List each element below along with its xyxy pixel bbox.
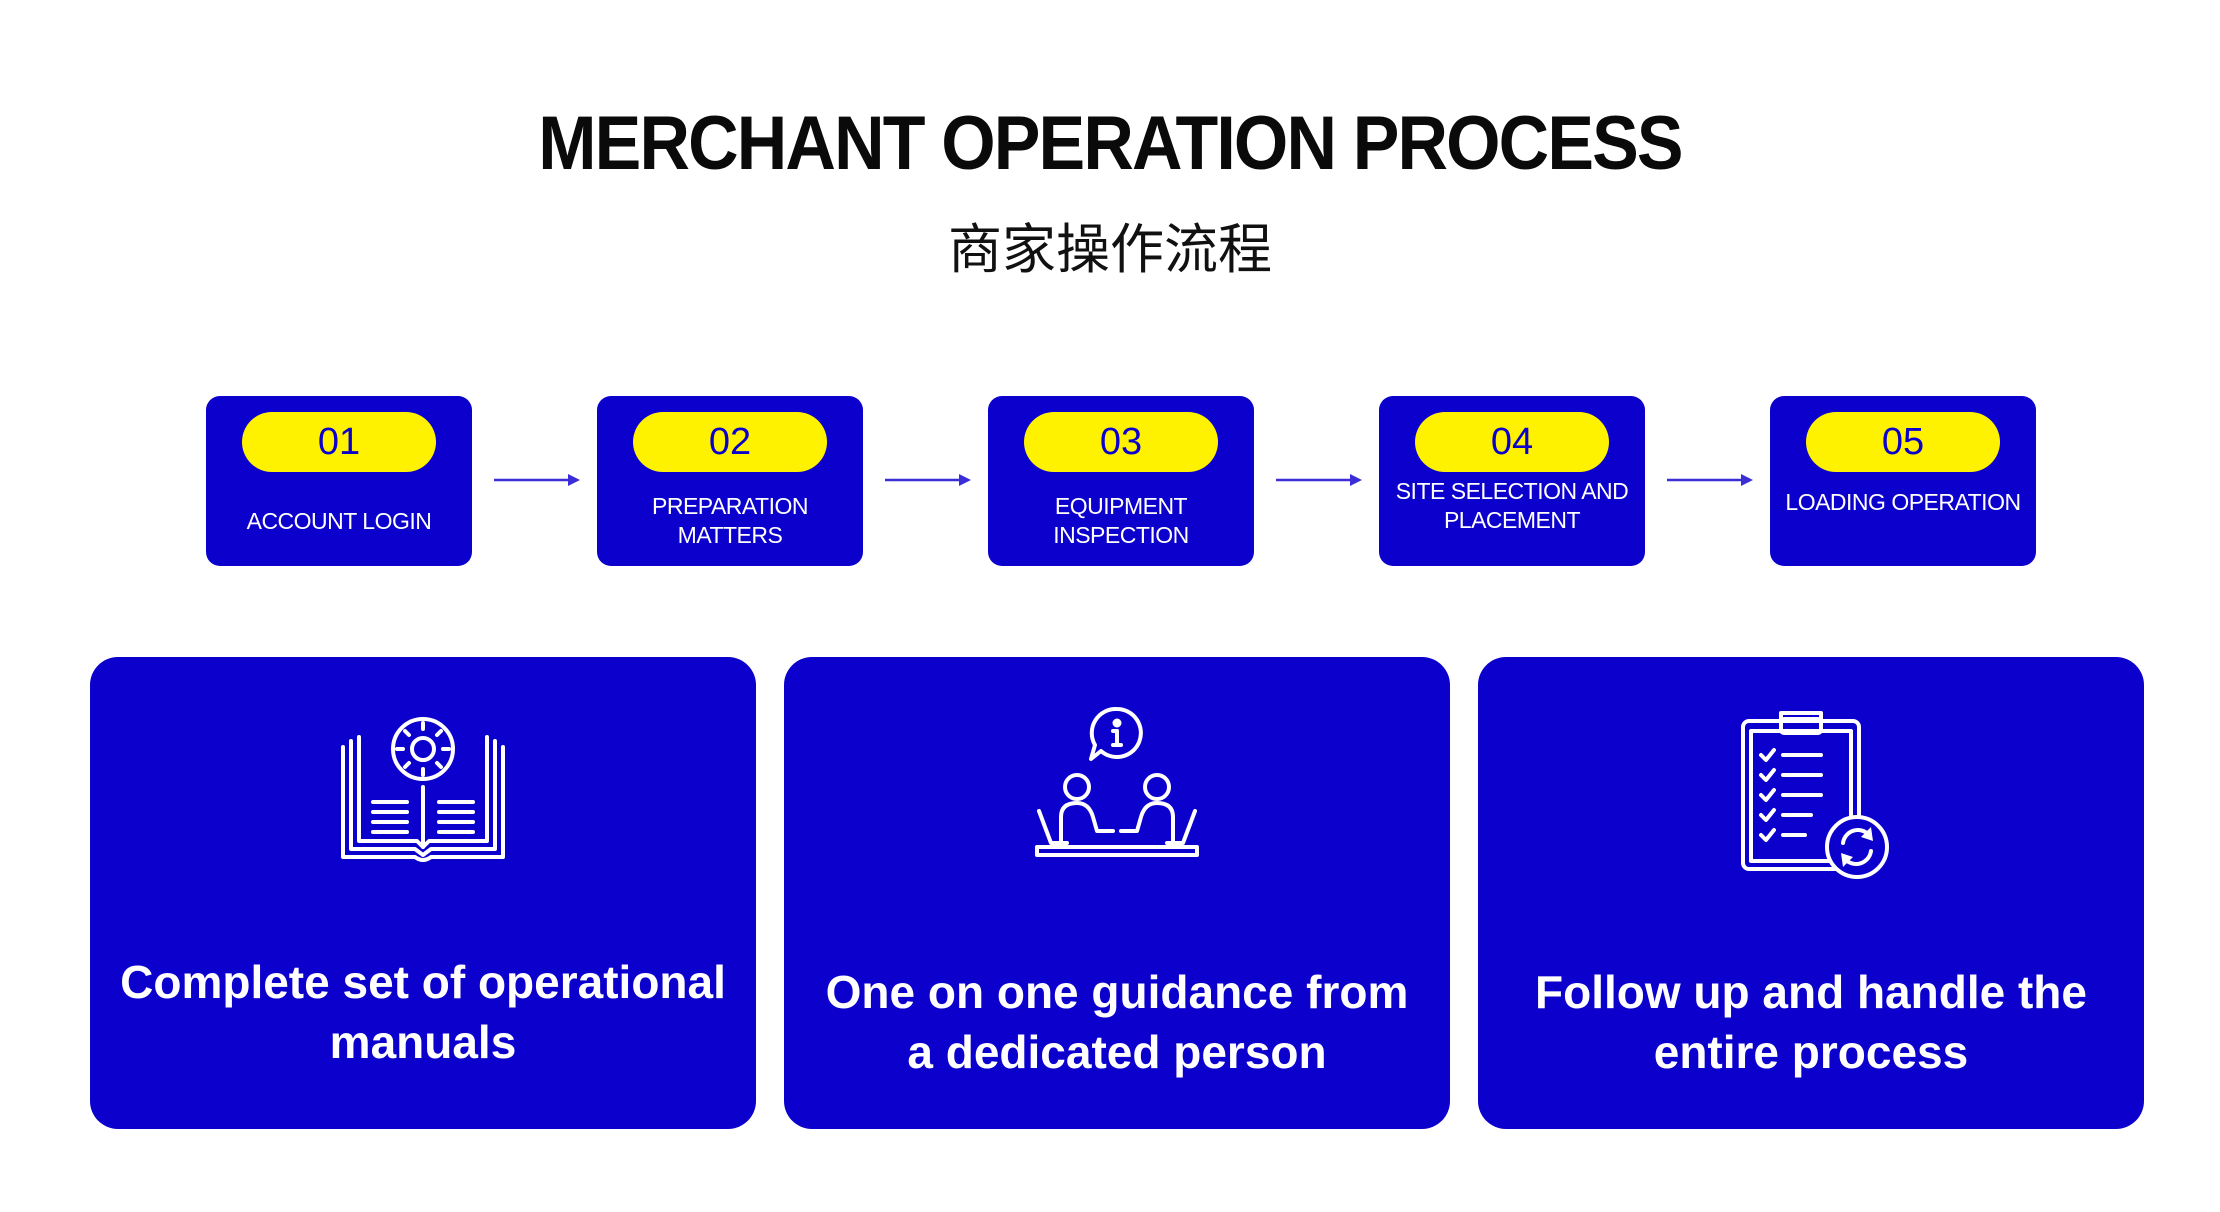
arrow-right-icon [494, 474, 580, 486]
step-label: LOADING OPERATION [1785, 488, 2021, 515]
clipboard-refresh-icon [1741, 711, 1889, 879]
feature-card-text: Complete set of operational manuals [120, 956, 726, 1068]
consultation-icon [1035, 707, 1199, 857]
step-number-badge: 04 [1415, 412, 1609, 472]
feature-card-text: One on one guidance from a dedicated per… [825, 966, 1409, 1078]
arrow-right-icon [1276, 474, 1362, 486]
page-subtitle: 商家操作流程 [948, 220, 1272, 280]
step-label: PREPARATION MATTERS [652, 493, 808, 548]
step-box-1: 01 ACCOUNT LOGIN [206, 396, 472, 566]
step-number-badge: 01 [242, 412, 436, 472]
step-label: ACCOUNT LOGIN [246, 507, 432, 534]
step-number-badge: 03 [1024, 412, 1218, 472]
arrow-right-icon [885, 474, 971, 486]
step-box-4: 04 SITE SELECTION AND PLACEMENT [1379, 396, 1645, 566]
feature-card-follow-up: Follow up and handle the entire process [1478, 657, 2144, 1129]
feature-card-text: Follow up and handle the entire process [1535, 966, 2087, 1078]
page-title: MERCHANT OPERATION PROCESS [538, 101, 1683, 186]
step-box-2: 02 PREPARATION MATTERS [597, 396, 863, 566]
step-box-3: 03 EQUIPMENT INSPECTION [988, 396, 1254, 566]
gear-book-icon [341, 717, 505, 862]
arrow-right-icon [1667, 474, 1753, 486]
step-label: SITE SELECTION AND PLACEMENT [1395, 478, 1629, 533]
feature-card-manuals: Complete set of operational manuals [90, 657, 756, 1129]
step-box-5: 05 LOADING OPERATION [1770, 396, 2036, 566]
step-number-badge: 02 [633, 412, 827, 472]
step-label: EQUIPMENT INSPECTION [1053, 493, 1189, 548]
feature-card-guidance: One on one guidance from a dedicated per… [784, 657, 1450, 1129]
step-number-badge: 05 [1806, 412, 2000, 472]
